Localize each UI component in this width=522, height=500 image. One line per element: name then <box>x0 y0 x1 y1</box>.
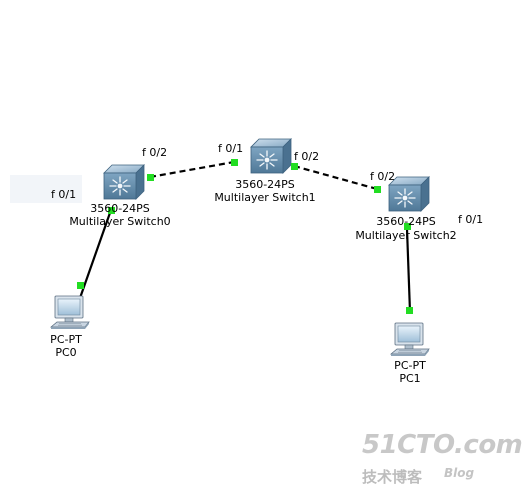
links-layer <box>78 160 412 313</box>
device-model-switch0: 3560-24PS <box>90 202 150 215</box>
ports-layer <box>77 159 413 314</box>
device-name-pc1: PC1 <box>399 372 421 385</box>
link-switch0-switch1[interactable] <box>149 160 235 179</box>
port-label-switch1-fa01: f 0/1 <box>218 142 244 155</box>
link-switch0-pc0[interactable] <box>78 209 113 299</box>
watermark-blog: Blog <box>444 466 475 480</box>
port-label-switch1-fa02: f 0/2 <box>294 150 320 163</box>
port-label-switch2-fa02: f 0/2 <box>370 170 396 183</box>
topology-canvas <box>50 138 430 357</box>
device-name-switch1: Multilayer Switch1 <box>214 191 316 204</box>
device-name-switch0: Multilayer Switch0 <box>69 215 171 228</box>
device-model-pc1: PC-PT <box>394 359 426 372</box>
port-indicator <box>231 159 238 166</box>
port-indicator <box>147 174 154 181</box>
device-name-pc0: PC0 <box>55 346 77 359</box>
device-model-pc0: PC-PT <box>50 333 82 346</box>
pc-icon[interactable] <box>50 295 90 330</box>
pc-icon[interactable] <box>390 322 430 357</box>
port-indicator <box>77 282 84 289</box>
watermark-brand: 51CTO.com <box>362 430 522 460</box>
watermark-subtitle: 技术博客 <box>362 468 423 486</box>
port-label-switch0-fa02: f 0/2 <box>142 146 168 159</box>
device-name-switch2: Multilayer Switch2 <box>355 229 457 242</box>
multilayer-switch-icon[interactable] <box>250 138 292 174</box>
port-label-switch2-fa01: f 0/1 <box>458 213 484 226</box>
port-indicator <box>374 186 381 193</box>
link-switch2-pc1[interactable] <box>405 228 412 313</box>
device-model-switch2: 3560-24PS <box>376 215 436 228</box>
port-indicator <box>406 307 413 314</box>
port-label-switch0-fa01: f 0/1 <box>51 188 77 201</box>
port-indicator <box>108 207 115 214</box>
multilayer-switch-icon[interactable] <box>103 164 145 200</box>
device-model-switch1: 3560-24PS <box>235 178 295 191</box>
port-indicator <box>291 163 298 170</box>
link-switch1-switch2[interactable] <box>293 164 378 191</box>
blank-panel <box>10 175 82 203</box>
port-indicator <box>404 223 411 230</box>
